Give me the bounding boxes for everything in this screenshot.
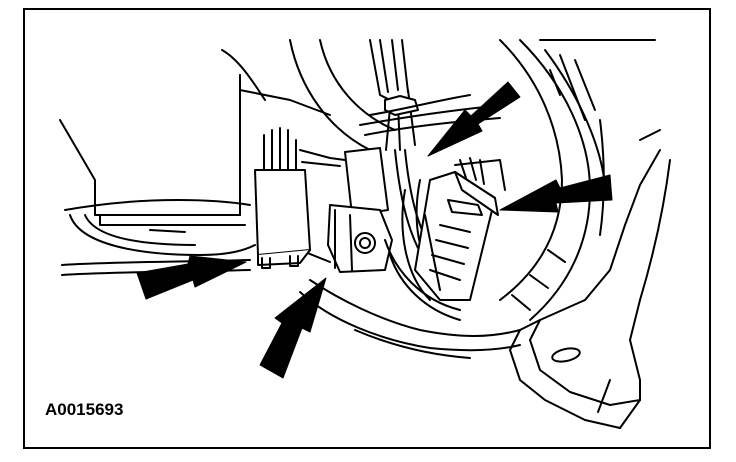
callout-arrows [136,81,613,379]
arrow-top-harness [427,81,521,157]
mounting-bracket [509,149,671,429]
right-connector [414,157,506,301]
arrow-bottom-connector [259,277,327,379]
left-connector [254,127,346,269]
arrow-left-connector [136,255,247,300]
background-panel [59,49,331,226]
arrow-right-connector [499,174,613,213]
center-connector [327,89,416,273]
figure-id-label: A0015693 [45,400,124,419]
